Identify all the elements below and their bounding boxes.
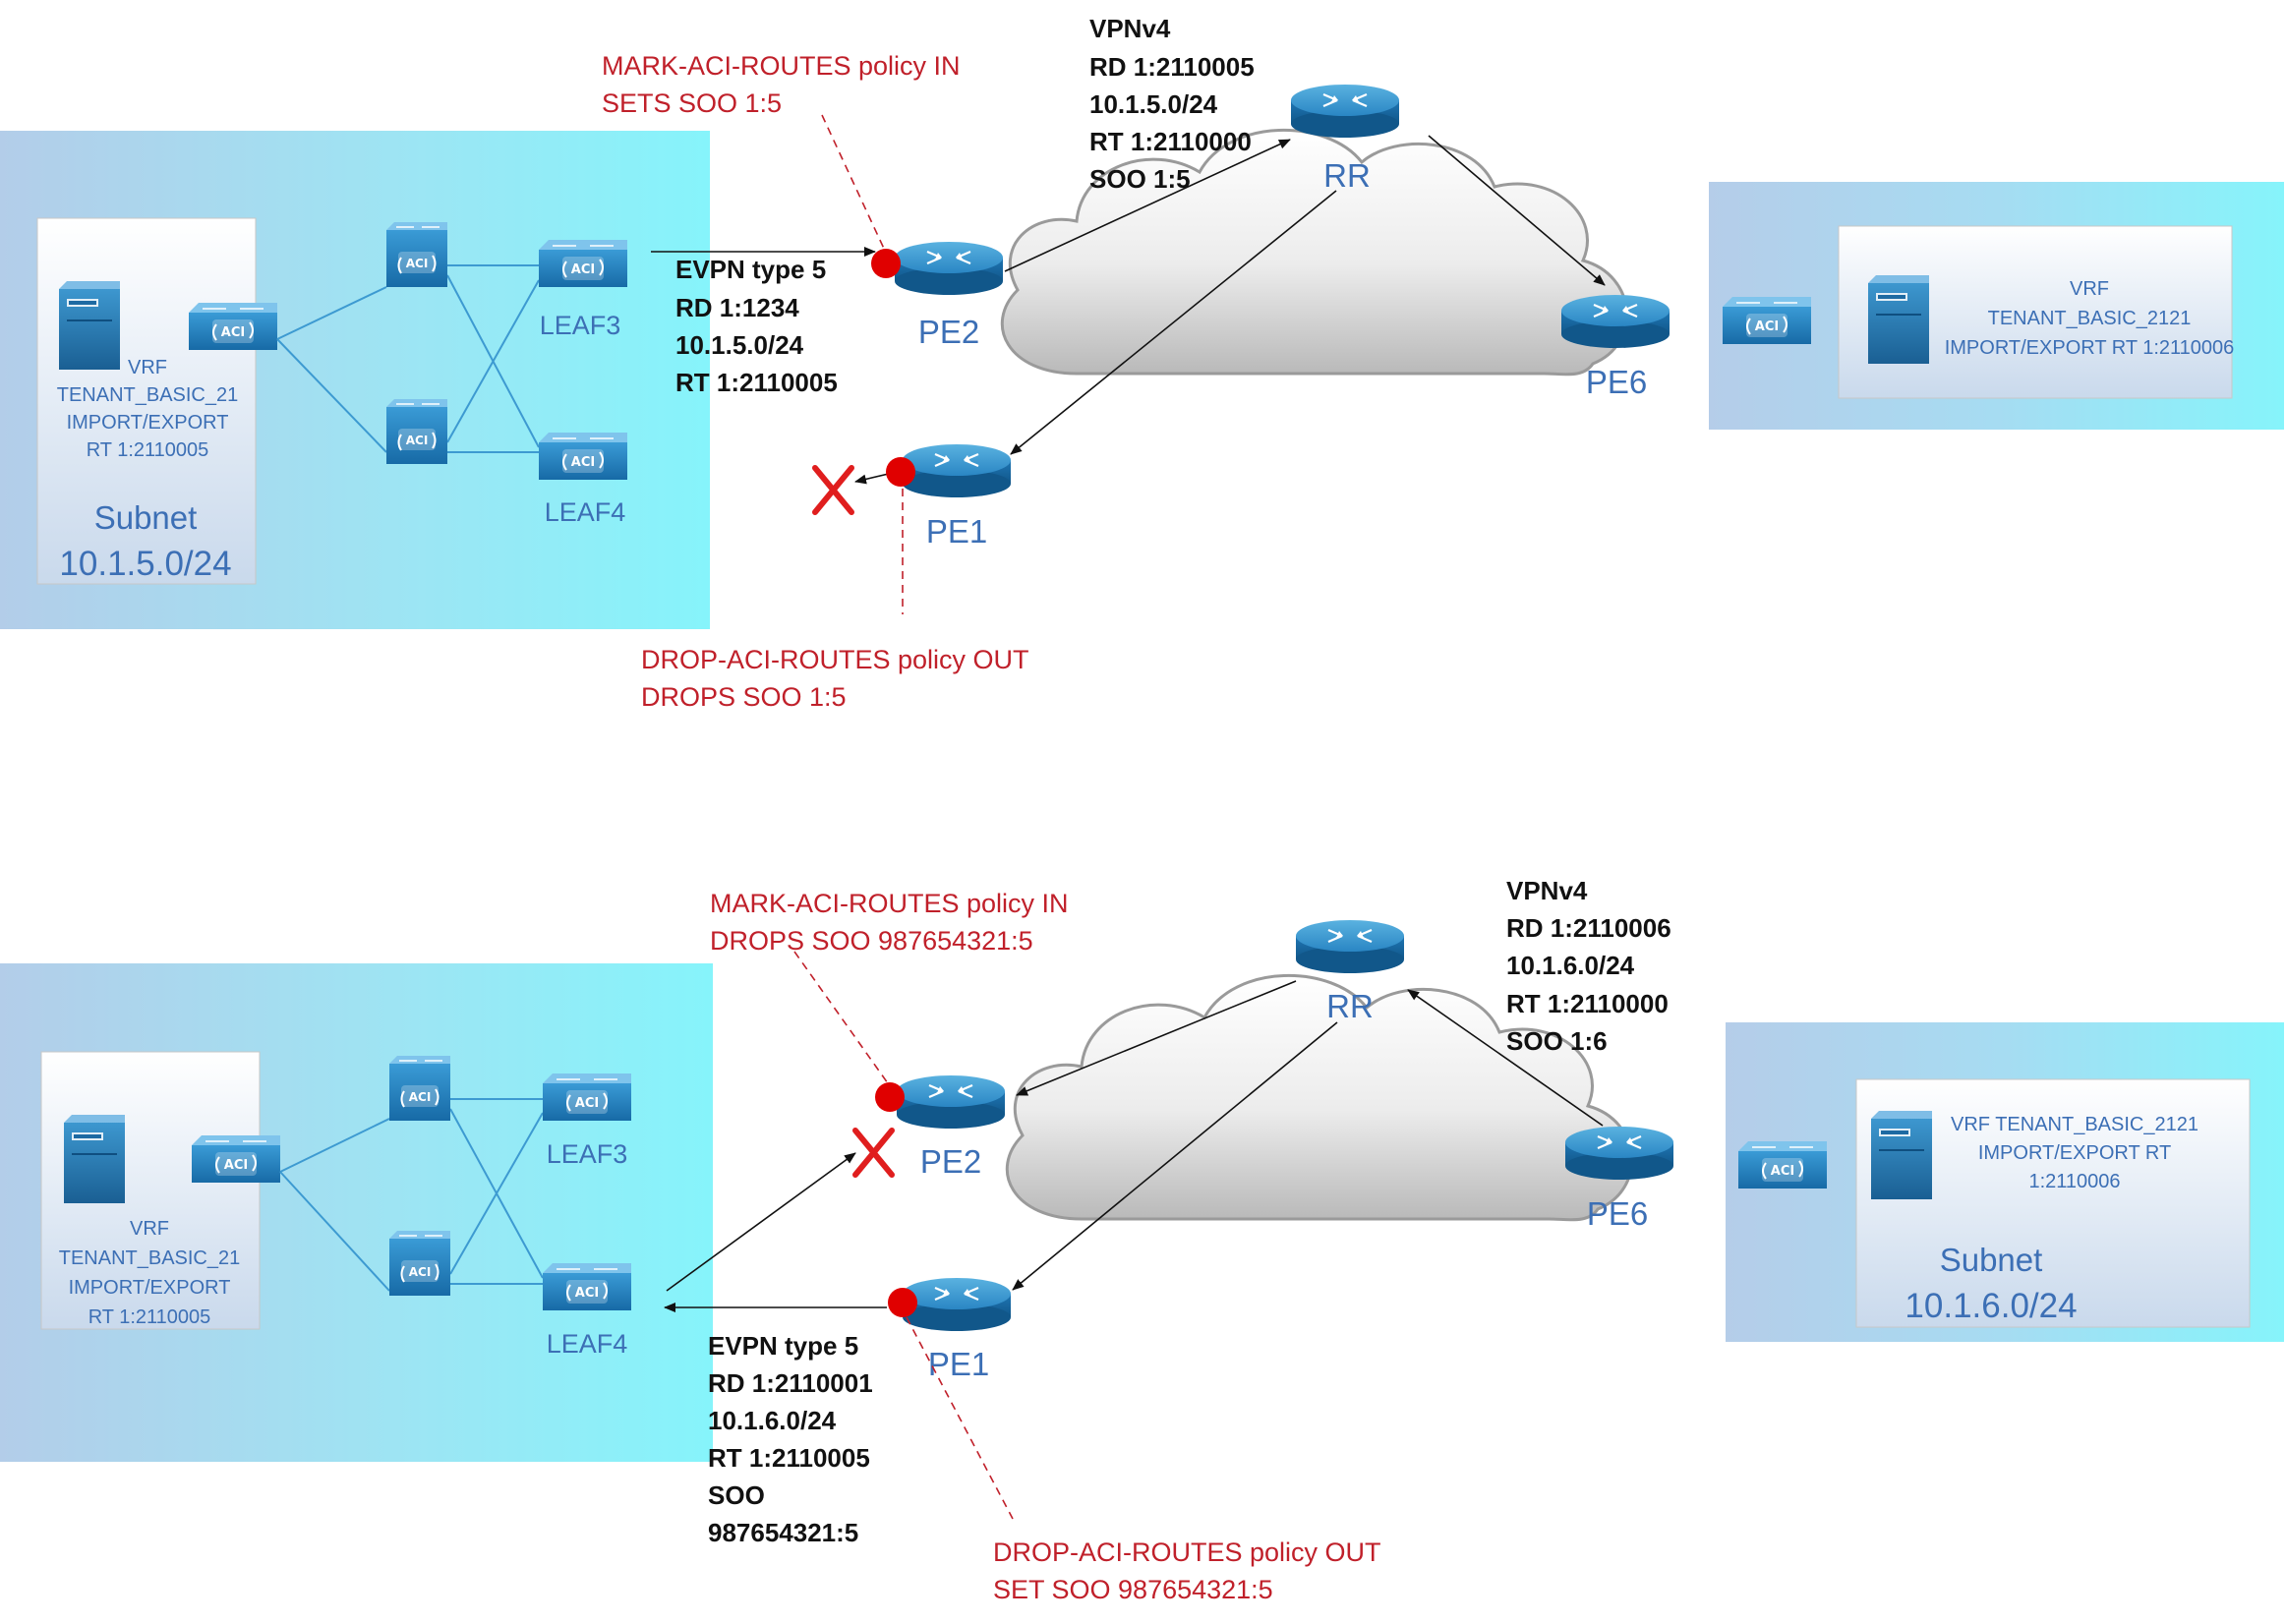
- top-evpn-line-1: EVPN type 5: [675, 255, 826, 284]
- bottom-evpn-line-3: 10.1.6.0/24: [708, 1406, 837, 1435]
- top-policy-in-line-1: MARK-ACI-ROUTES policy IN: [602, 51, 961, 81]
- top-fabric-links: [276, 264, 540, 453]
- top-border-leaf-icon: [188, 302, 278, 351]
- top-policy-out-line-2: DROPS SOO 1:5: [641, 682, 847, 712]
- bottom-leaf3-label: LEAF3: [547, 1139, 628, 1169]
- top-vpnv4-line-1: VPNv4: [1089, 14, 1171, 43]
- bottom-pe6-router-icon: [1563, 1125, 1675, 1182]
- bottom-fabric-links: [279, 1098, 544, 1292]
- bottom-pe1-label: PE1: [928, 1346, 989, 1382]
- top-spine1-icon: [385, 221, 448, 288]
- bottom-pe2-router-icon: [895, 1073, 1007, 1131]
- bottom-vrf-line-4: RT 1:2110005: [88, 1306, 211, 1328]
- bottom-policy-out-line-2: SET SOO 987654321:5: [993, 1575, 1273, 1604]
- top-vrf-line-1: VRF: [128, 357, 167, 378]
- bottom-vpnv4-line-1: VPNv4: [1506, 876, 1588, 905]
- top-spine2-icon: [385, 398, 448, 465]
- top-remote-vrf-line-2: TENANT_BASIC_2121: [1988, 308, 2192, 329]
- bottom-vrf-line-3: IMPORT/EXPORT: [69, 1277, 231, 1299]
- top-vpnv4-line-4: RT 1:2110000: [1089, 127, 1252, 156]
- bottom-rr-label: RR: [1326, 988, 1374, 1024]
- bottom-pe6-label: PE6: [1587, 1195, 1648, 1232]
- bottom-vpnv4-line-5: SOO 1:6: [1506, 1026, 1608, 1056]
- top-remote-vrf-line-1: VRF: [2070, 278, 2109, 300]
- top-subnet-title: Subnet: [94, 499, 198, 536]
- top-rr-router-icon: [1289, 83, 1401, 140]
- top-policy-in-line-2: SETS SOO 1:5: [602, 88, 782, 118]
- top-pe1-router-icon: [901, 442, 1013, 499]
- bottom-policy-out-line-1: DROP-ACI-ROUTES policy OUT: [993, 1537, 1381, 1567]
- bottom-remote-vrf-line-3: 1:2110006: [2028, 1171, 2120, 1192]
- top-rr-label: RR: [1323, 157, 1371, 194]
- bottom-pe2-label: PE2: [920, 1143, 981, 1180]
- top-pe2-policy-dot: [871, 249, 901, 278]
- top-vrf-line-3: IMPORT/EXPORT: [67, 412, 229, 434]
- bottom-vrf-line-1: VRF: [130, 1218, 169, 1240]
- top-blocked-x-icon: [812, 465, 854, 515]
- bottom-vrf-line-2: TENANT_BASIC_21: [59, 1247, 241, 1269]
- bottom-vpnv4-line-2: RD 1:2110006: [1506, 913, 1671, 943]
- bottom-spine2-icon: [388, 1230, 451, 1297]
- top-leaf4-label: LEAF4: [545, 497, 626, 527]
- top-remote-leaf-icon: [1722, 296, 1812, 345]
- top-pe2-router-icon: [893, 240, 1005, 297]
- bottom-remote-vrf-line-1: VRF TENANT_BASIC_2121: [1951, 1114, 2198, 1135]
- top-pe1-label: PE1: [926, 513, 987, 550]
- top-route-arrows: [651, 135, 1606, 485]
- top-pe6-router-icon: [1559, 293, 1671, 350]
- bottom-route-arrows: [664, 980, 1604, 1312]
- top-vpnv4-line-2: RD 1:2110005: [1089, 52, 1255, 82]
- bottom-remote-leaf-icon: [1737, 1140, 1828, 1189]
- bottom-server-icon: [63, 1114, 126, 1204]
- top-pe2-label: PE2: [918, 314, 979, 350]
- bottom-blocked-x-icon: [852, 1128, 895, 1178]
- bottom-subnet-title: Subnet: [1940, 1242, 2043, 1278]
- top-evpn-line-3: 10.1.5.0/24: [675, 330, 804, 360]
- top-vrf-line-2: TENANT_BASIC_21: [57, 384, 239, 406]
- bottom-leaf3-icon: [542, 1073, 632, 1122]
- top-evpn-line-4: RT 1:2110005: [675, 368, 838, 397]
- top-server-icon: [58, 280, 121, 371]
- bottom-spine1-icon: [388, 1055, 451, 1122]
- bottom-policy-in-line-2: DROPS SOO 987654321:5: [710, 926, 1033, 956]
- bottom-pe1-policy-dot: [888, 1288, 917, 1317]
- bottom-policy-out-leader: [906, 1316, 1014, 1520]
- top-policy-out-line-1: DROP-ACI-ROUTES policy OUT: [641, 645, 1029, 674]
- bottom-evpn-line-4: RT 1:2110005: [708, 1443, 870, 1473]
- bottom-vpnv4-line-4: RT 1:2110000: [1506, 989, 1669, 1018]
- bottom-subnet-value: 10.1.6.0/24: [1905, 1287, 2077, 1325]
- bottom-rr-router-icon: [1294, 918, 1406, 975]
- top-remote-vrf-line-3: IMPORT/EXPORT RT 1:2110006: [1945, 337, 2235, 359]
- bottom-leaf4-label: LEAF4: [547, 1329, 628, 1359]
- bottom-remote-server-icon: [1870, 1110, 1933, 1200]
- bottom-pe1-router-icon: [901, 1276, 1013, 1333]
- bottom-policy-in-leader: [793, 951, 889, 1084]
- bottom-evpn-line-1: EVPN type 5: [708, 1331, 858, 1361]
- bottom-evpn-line-6: 987654321:5: [708, 1518, 858, 1547]
- top-evpn-line-2: RD 1:1234: [675, 293, 799, 322]
- top-leaf3-label: LEAF3: [540, 311, 621, 340]
- bottom-remote-vrf-line-2: IMPORT/EXPORT RT: [1978, 1142, 2171, 1164]
- top-subnet-value: 10.1.5.0/24: [59, 545, 231, 583]
- top-leaf4-icon: [538, 432, 628, 481]
- top-pe6-label: PE6: [1586, 364, 1647, 400]
- bottom-vpnv4-line-3: 10.1.6.0/24: [1506, 951, 1635, 980]
- top-vrf-card: [36, 217, 257, 585]
- bottom-policy-in-line-1: MARK-ACI-ROUTES policy IN: [710, 889, 1069, 918]
- top-remote-server-icon: [1867, 274, 1930, 365]
- bottom-pe2-policy-dot: [875, 1082, 905, 1112]
- top-leaf3-icon: [538, 239, 628, 288]
- bottom-leaf4-icon: [542, 1262, 632, 1311]
- top-policy-in-leader: [821, 114, 886, 252]
- bottom-evpn-line-2: RD 1:2110001: [708, 1368, 873, 1398]
- bottom-evpn-line-5: SOO: [708, 1480, 765, 1510]
- top-vrf-line-4: RT 1:2110005: [87, 439, 209, 461]
- bottom-border-leaf-icon: [191, 1134, 281, 1184]
- top-vpnv4-line-5: SOO 1:5: [1089, 164, 1191, 194]
- top-vpnv4-line-3: 10.1.5.0/24: [1089, 89, 1218, 119]
- top-pe1-policy-dot: [886, 457, 915, 487]
